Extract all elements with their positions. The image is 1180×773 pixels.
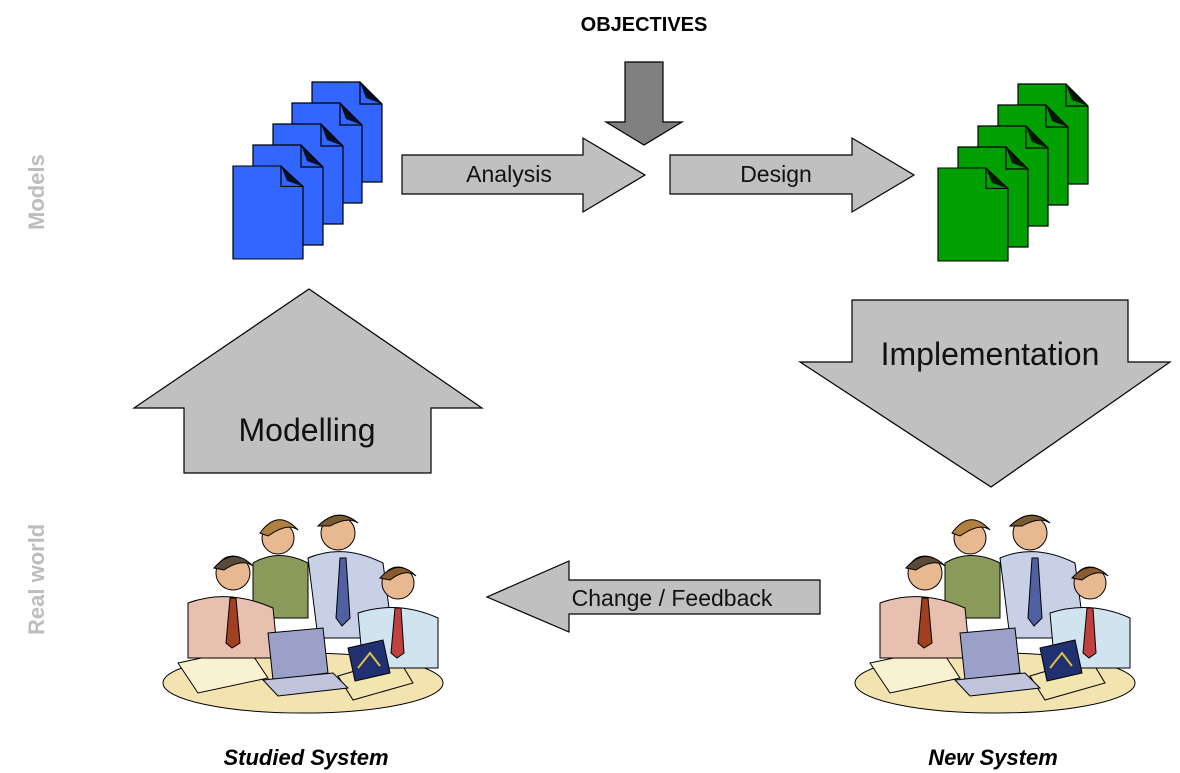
studied-system-caption: Studied System <box>223 745 388 770</box>
studied-system-team-meeting-icon <box>162 514 444 714</box>
real-world-axis-label: Real world <box>24 524 49 635</box>
objectives-arrow <box>603 61 685 146</box>
analysis-arrow: Analysis <box>401 136 647 214</box>
design-label: Design <box>740 161 812 187</box>
modelling-arrow: Modelling <box>132 288 484 474</box>
models-axis-label: Models <box>24 154 49 230</box>
new-system-caption: New System <box>928 745 1058 770</box>
analysis-label: Analysis <box>466 161 552 187</box>
design-arrow: Design <box>669 136 916 214</box>
change-feedback-label: Change / Feedback <box>572 585 773 611</box>
modelling-label: Modelling <box>239 412 376 448</box>
implementation-label: Implementation <box>881 336 1100 372</box>
objectives-label: OBJECTIVES <box>581 14 708 36</box>
implementation-arrow: Implementation <box>797 299 1172 488</box>
studied-models-document-stack-icon <box>232 81 383 260</box>
new-system-team-meeting-icon <box>854 514 1136 714</box>
new-models-document-stack-icon <box>937 83 1089 262</box>
change-feedback-arrow: Change / Feedback <box>485 560 821 633</box>
